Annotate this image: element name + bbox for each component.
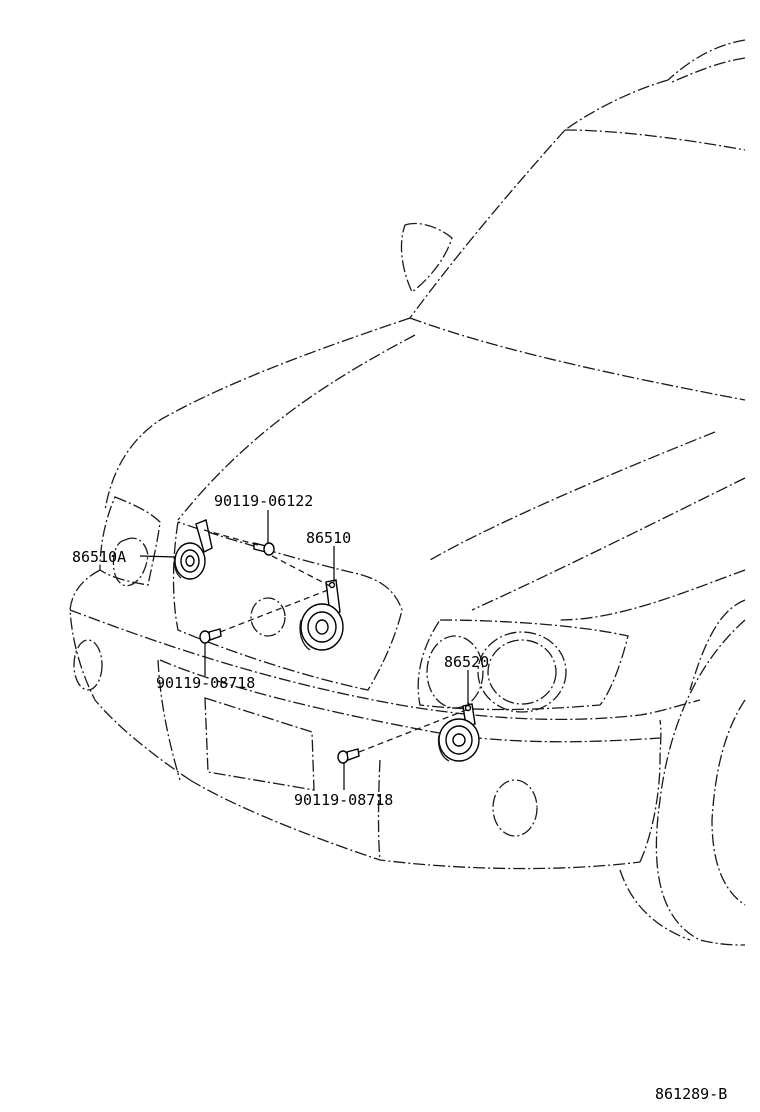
- horn-86510a: [173, 519, 213, 580]
- bolt-90119-08718-bottom: [337, 748, 360, 764]
- figure-id: 861289-B: [655, 1085, 727, 1103]
- bolt-90119-08718-left: [199, 628, 222, 644]
- label-horn-86510: 86510: [306, 529, 351, 547]
- vehicle-outline: [69, 39, 746, 946]
- horn-86510: [299, 579, 344, 651]
- label-bolt-90119-08718-bottom: 90119-08718: [294, 791, 393, 809]
- label-horn-86510a: 86510A: [72, 548, 126, 566]
- leader-lines: [139, 510, 469, 790]
- label-bolt-90119-08718-left: 90119-08718: [156, 674, 255, 692]
- horn-86520: [437, 703, 480, 762]
- label-bolt-90119-06122: 90119-06122: [214, 492, 313, 510]
- assembly-lines: [203, 529, 467, 753]
- label-horn-86520: 86520: [444, 653, 489, 671]
